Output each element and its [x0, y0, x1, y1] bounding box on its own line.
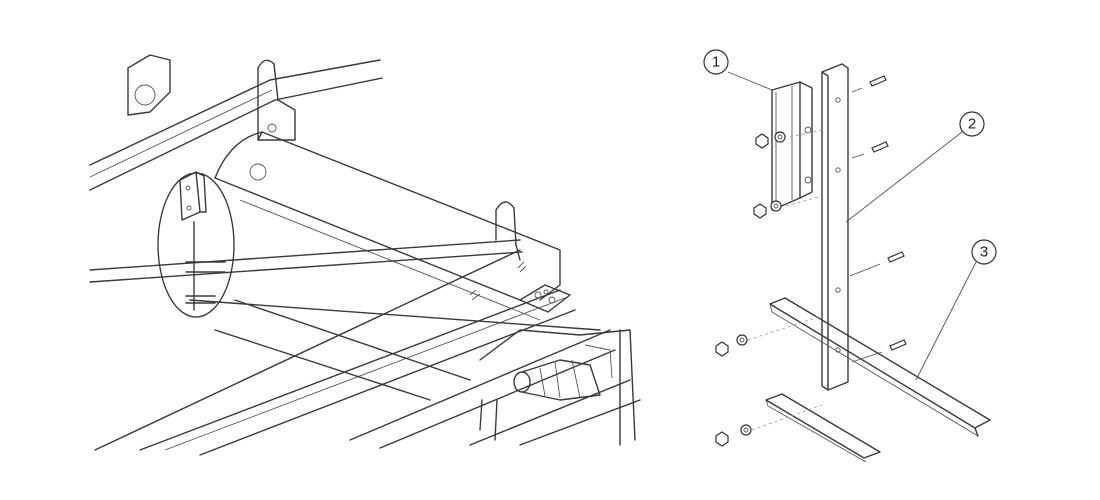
callout-3: 3 — [915, 239, 997, 381]
bolts — [849, 75, 907, 363]
horizontal-strap-lower — [765, 393, 881, 463]
bolt-icon — [849, 251, 905, 277]
frame-assembly-view — [89, 54, 641, 456]
bolt-icon — [851, 339, 907, 363]
side-rails — [89, 239, 601, 456]
bolt-icon — [851, 141, 889, 159]
callout-2-label: 2 — [968, 116, 976, 133]
end-block — [127, 54, 296, 141]
top-tube — [89, 59, 383, 191]
frame-assembly-drawing — [89, 54, 641, 456]
callout-3-label: 3 — [980, 244, 988, 261]
lower-frame — [349, 329, 641, 449]
weld-marks — [469, 261, 527, 301]
exploded-view: 1 2 3 — [680, 0, 1100, 500]
mounting-plate — [519, 284, 571, 313]
callout-2: 2 — [845, 111, 985, 223]
detail-highlight-ellipse — [157, 171, 235, 318]
exploded-drawing: 1 2 3 — [703, 49, 997, 463]
nut-icon — [753, 200, 782, 219]
nuts-washers — [715, 131, 786, 447]
cross-beam — [214, 131, 561, 321]
drive-unit — [513, 344, 613, 401]
bracket-part — [771, 81, 813, 211]
nut-icon — [715, 424, 752, 447]
nut-icon — [715, 334, 748, 357]
bolt-icon — [851, 75, 887, 93]
assembly-center-lines — [747, 129, 823, 431]
nut-icon — [755, 131, 786, 149]
vertical-post — [821, 63, 849, 391]
horizontal-strap-upper — [769, 297, 991, 437]
callout-1-label: 1 — [712, 54, 720, 71]
callout-1: 1 — [703, 49, 773, 91]
